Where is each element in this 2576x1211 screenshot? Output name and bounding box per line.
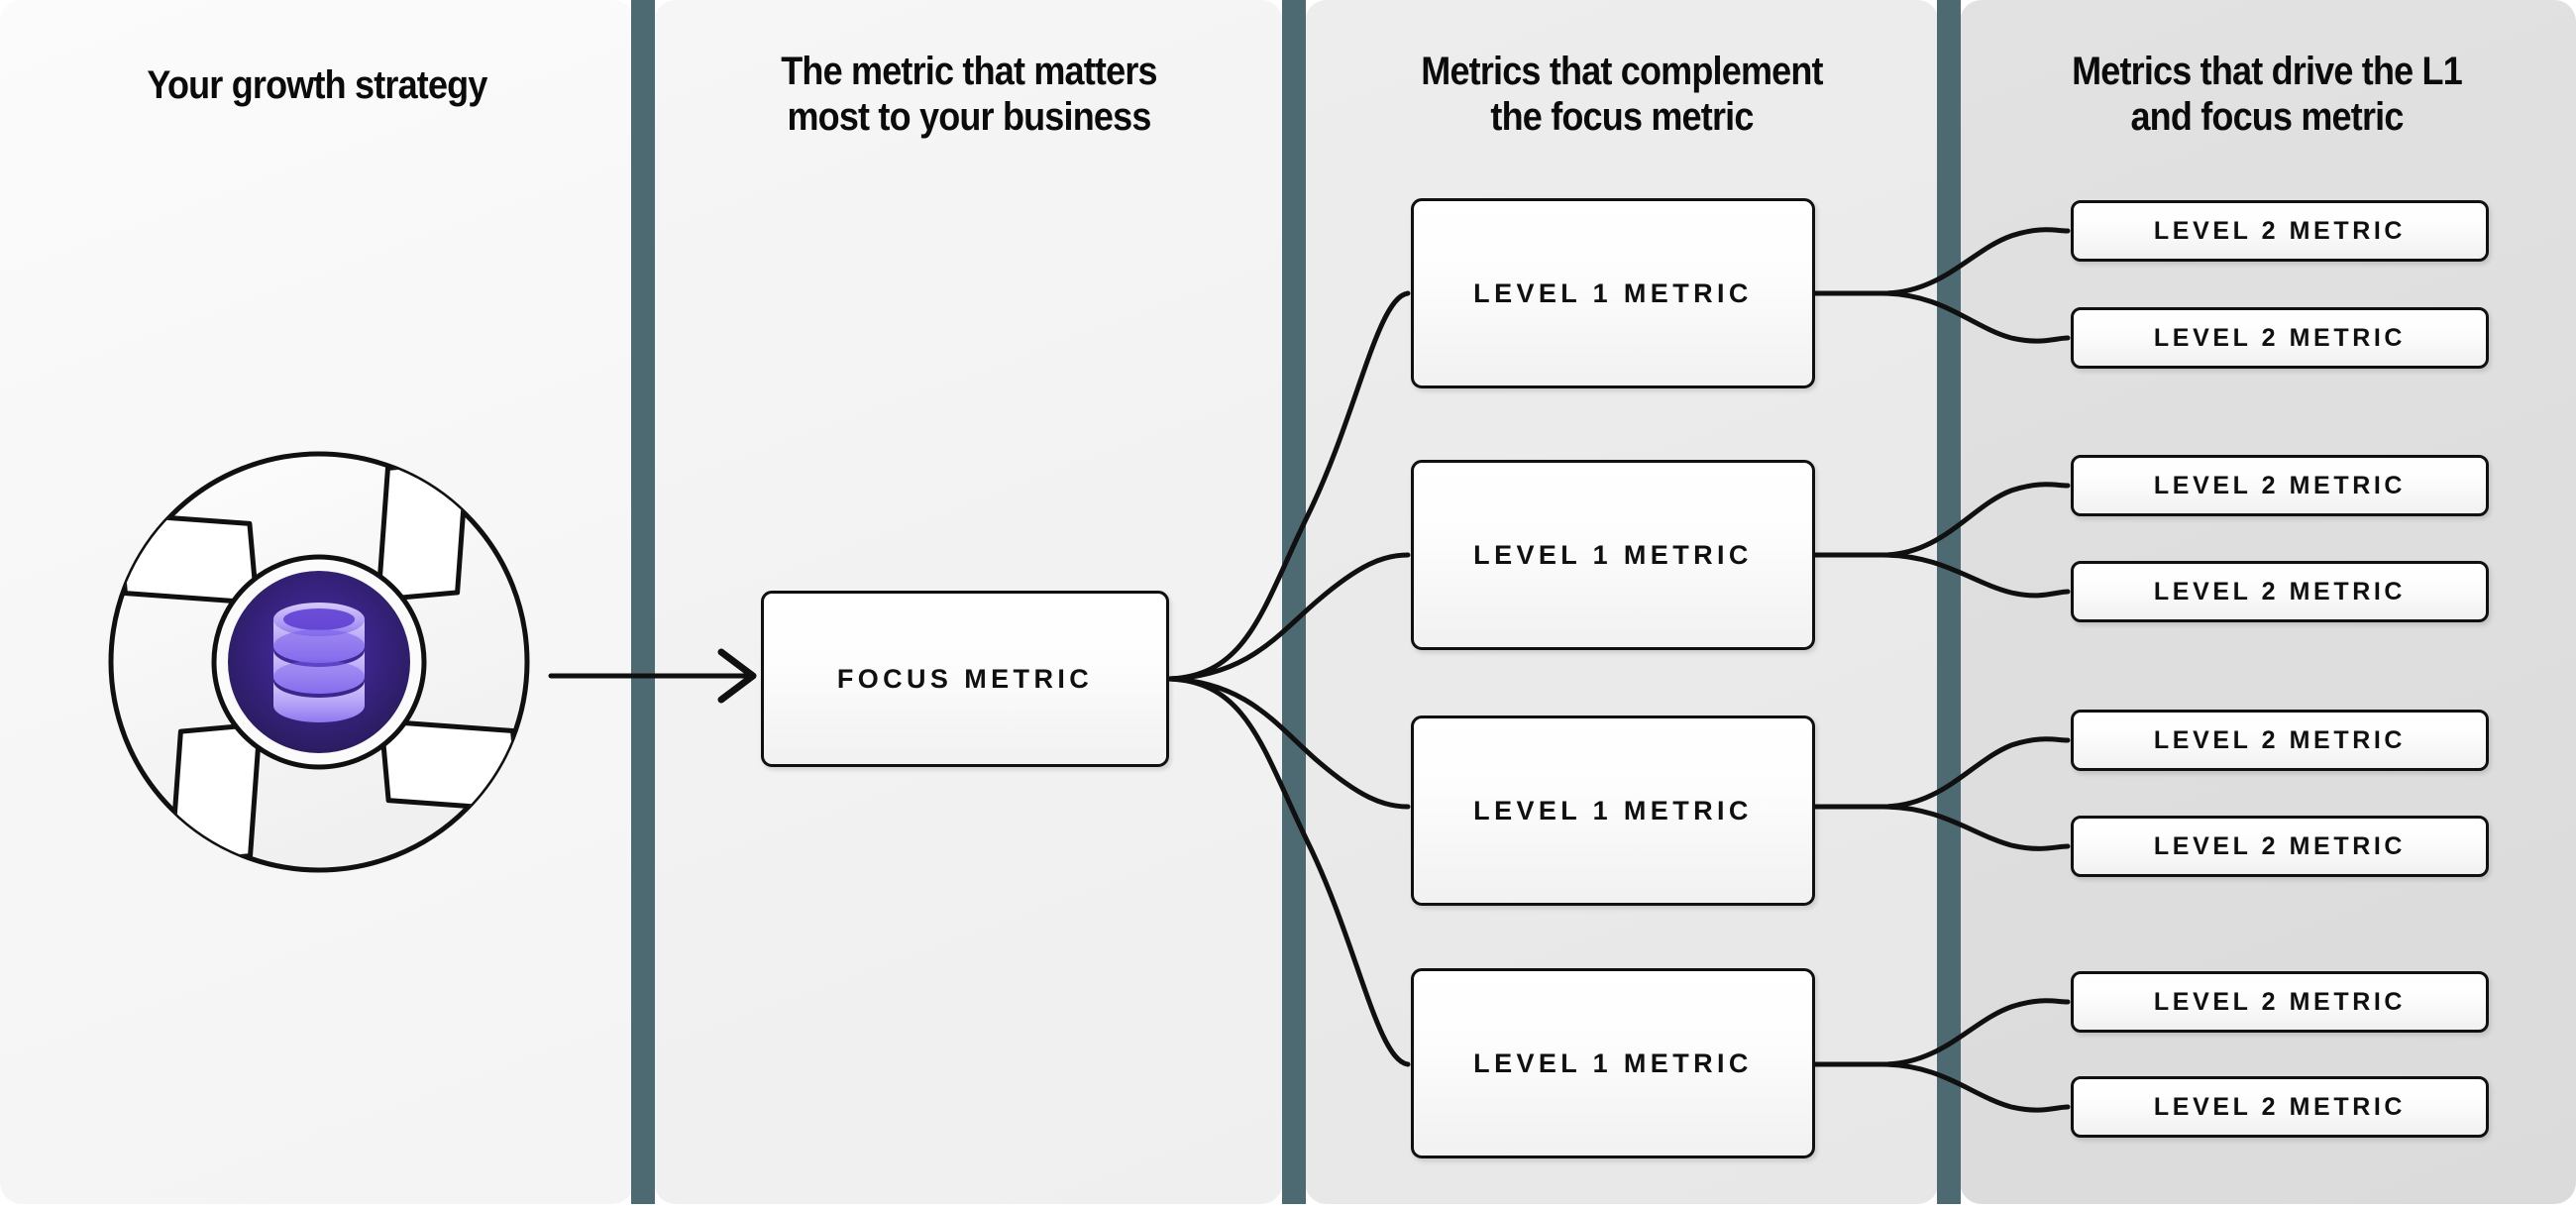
node-level-2-metric-label: Level 2 metric [2153, 831, 2407, 860]
column-title-focus-metric: The metric that matters most to your bus… [781, 50, 1157, 139]
database-icon [273, 603, 365, 722]
node-level-1-metric[interactable]: Level 1 metric [1411, 198, 1815, 388]
node-level-2-metric[interactable]: Level 2 metric [2071, 1076, 2489, 1138]
node-level-2-metric-label: Level 2 metric [2153, 471, 2407, 499]
node-level-2-metric[interactable]: Level 2 metric [2071, 200, 2489, 262]
node-focus-metric-label: Focus metric [836, 663, 1094, 694]
node-level-2-metric[interactable]: Level 2 metric [2071, 455, 2489, 516]
node-level-1-metric[interactable]: Level 1 metric [1411, 716, 1815, 906]
node-level-2-metric[interactable]: Level 2 metric [2071, 561, 2489, 622]
node-level-2-metric[interactable]: Level 2 metric [2071, 307, 2489, 369]
column-title-level-2: Metrics that drive the L1 and focus metr… [2072, 50, 2463, 139]
node-level-1-metric[interactable]: Level 1 metric [1411, 460, 1815, 650]
node-level-1-metric-label: Level 1 metric [1473, 795, 1753, 826]
column-divider-2 [1282, 0, 1306, 1204]
column-divider-3 [1937, 0, 1961, 1204]
node-level-2-metric-label: Level 2 metric [2153, 577, 2407, 606]
node-level-2-metric-label: Level 2 metric [2153, 987, 2407, 1016]
column-title-growth-strategy: Your growth strategy [147, 63, 487, 107]
node-level-2-metric[interactable]: Level 2 metric [2071, 710, 2489, 771]
node-level-1-metric[interactable]: Level 1 metric [1411, 968, 1815, 1158]
node-level-2-metric-label: Level 2 metric [2153, 725, 2407, 754]
node-level-1-metric-label: Level 1 metric [1473, 277, 1753, 308]
column-title-level-1: Metrics that complement the focus metric [1421, 50, 1823, 139]
node-level-2-metric-label: Level 2 metric [2153, 323, 2407, 352]
node-level-1-metric-label: Level 1 metric [1473, 1047, 1753, 1078]
node-level-2-metric[interactable]: Level 2 metric [2071, 816, 2489, 877]
column-divider-1 [631, 0, 655, 1204]
growth-strategy-aperture-icon [108, 451, 530, 873]
node-level-2-metric-label: Level 2 metric [2153, 1092, 2407, 1121]
node-level-1-metric-label: Level 1 metric [1473, 539, 1753, 570]
node-focus-metric[interactable]: Focus metric [761, 591, 1169, 767]
node-level-2-metric-label: Level 2 metric [2153, 216, 2407, 245]
node-level-2-metric[interactable]: Level 2 metric [2071, 971, 2489, 1033]
